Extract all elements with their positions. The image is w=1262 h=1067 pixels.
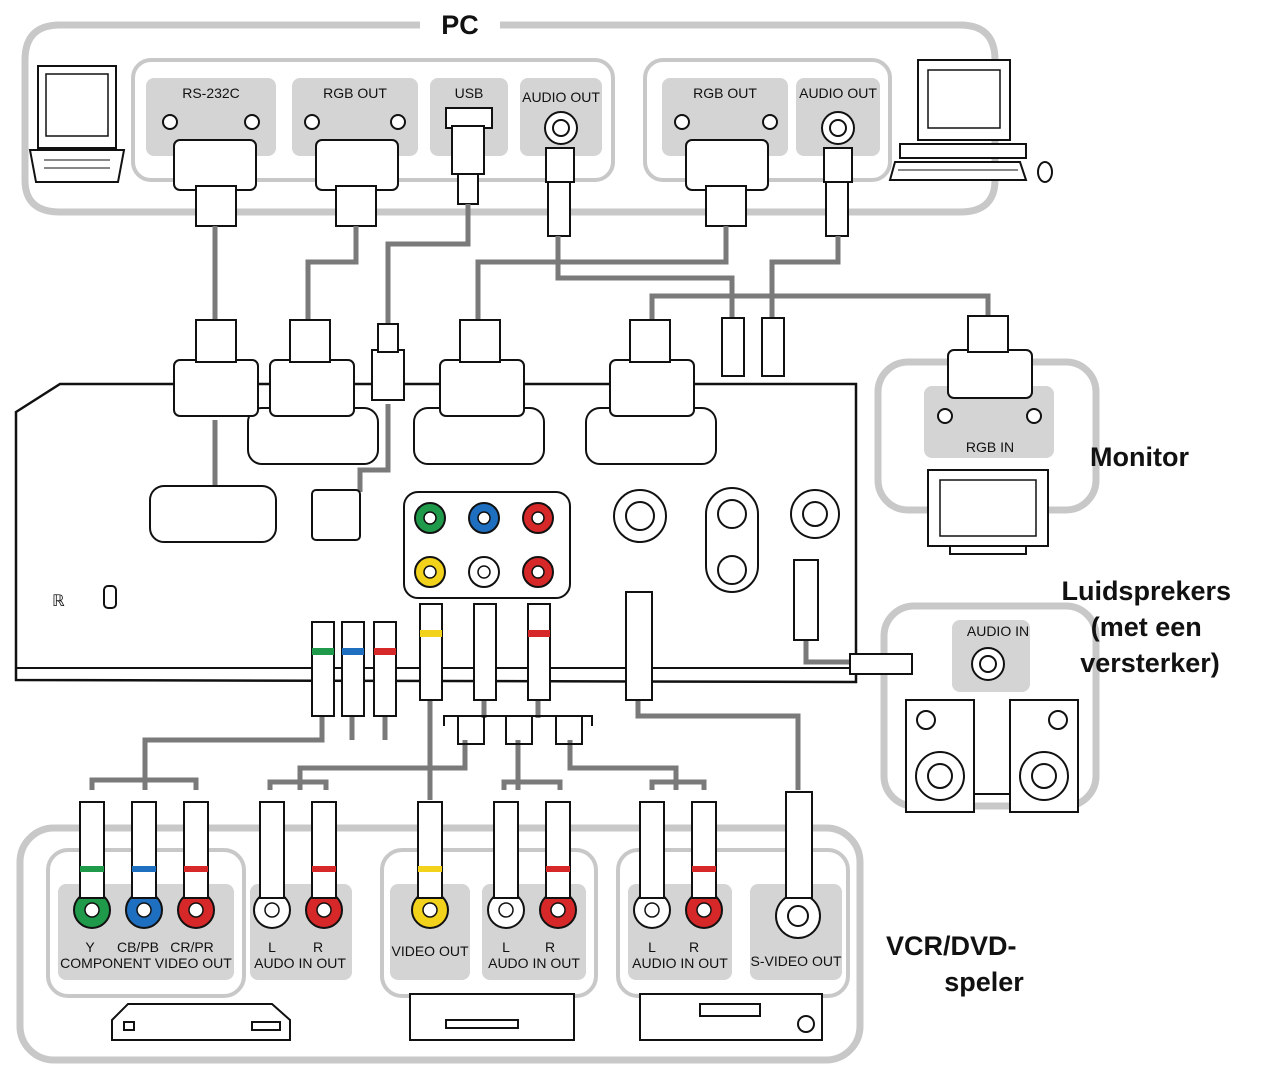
monitor-panel: RGB IN Monitor [874, 315, 1189, 555]
svg-text:R: R [545, 939, 555, 955]
svg-text:COMPONENT VIDEO OUT: COMPONENT VIDEO OUT [60, 955, 232, 971]
speaker-panel: AUDIO IN Luidsprekers (met een versterke… [849, 576, 1238, 813]
pc-panel: PC RS-232C RGB OUT [21, 10, 1053, 237]
monitor-icon [927, 469, 1049, 555]
svg-text:Y: Y [85, 939, 95, 955]
cables [89, 204, 991, 800]
svg-text:USB: USB [455, 85, 484, 101]
projector-icon: ℝ [14, 317, 858, 717]
svg-text:RGB OUT: RGB OUT [693, 85, 757, 101]
projector-vga-ports [149, 407, 717, 543]
projector-audio-plugs [705, 317, 840, 641]
projector-av-ports [403, 489, 667, 599]
monitor-label: Monitor [1090, 442, 1189, 472]
svg-text:CB/PB: CB/PB [117, 939, 159, 955]
svg-text:AUDO IN OUT: AUDO IN OUT [254, 955, 346, 971]
svg-text:AUDIO IN OUT: AUDIO IN OUT [632, 955, 728, 971]
rca-plugs-projector [311, 591, 653, 717]
speaker-icon [905, 699, 1079, 813]
svg-text:AUDIO IN: AUDIO IN [967, 623, 1029, 639]
svg-text:ℝ: ℝ [52, 593, 65, 610]
pc-title: PC [441, 10, 479, 40]
vcr-audio-ports-2: L R AUDO IN OUT [482, 801, 586, 980]
vcr-audio-ports-3: L R AUDIO IN OUT [628, 801, 732, 980]
vcr-video-out-port: VIDEO OUT [390, 801, 470, 980]
svg-text:VIDEO OUT: VIDEO OUT [391, 943, 468, 959]
svg-text:RGB IN: RGB IN [966, 439, 1014, 455]
svg-text:S-VIDEO OUT: S-VIDEO OUT [750, 953, 841, 969]
svg-text:AUDIO OUT: AUDIO OUT [522, 89, 600, 105]
svg-text:L: L [648, 939, 656, 955]
svg-text:L: L [268, 939, 276, 955]
pc-port-audio-out-1: AUDIO OUT [520, 78, 602, 156]
svg-text:AUDIO OUT: AUDIO OUT [799, 85, 877, 101]
pc-port-rs232c: RS-232C [146, 78, 276, 156]
pc-port-rgb-out-1: RGB OUT [292, 78, 418, 156]
svg-text:RS-232C: RS-232C [182, 85, 240, 101]
pc-port-rgb-out-2: RGB OUT [662, 78, 788, 156]
vcr-audio-ports-1: L R AUDO IN OUT [250, 801, 352, 980]
pc-port-audio-out-2: AUDIO OUT [796, 78, 880, 156]
vcr-label-line-1: VCR/DVD- [886, 931, 1017, 961]
projector-vga-plugs [173, 319, 695, 541]
pc-plugs [173, 125, 853, 237]
vcr-panel: Y CB/PB CR/PR COMPONENT VIDEO OUT L R AU… [16, 791, 1024, 1064]
speaker-label-line-2: (met een [1091, 612, 1202, 642]
dvd-player-icon [409, 993, 575, 1041]
svg-text:L: L [502, 939, 510, 955]
svg-text:RGB OUT: RGB OUT [323, 85, 387, 101]
vcr-deck-icon [639, 993, 823, 1041]
speaker-label-line-3: versterker) [1080, 648, 1220, 678]
vcr-s-video-port: S-VIDEO OUT [750, 791, 842, 980]
speaker-label-line-1: Luidsprekers [1061, 576, 1231, 606]
svg-text:AUDO IN OUT: AUDO IN OUT [488, 955, 580, 971]
vcr-icon [111, 1003, 291, 1041]
laptop-icon [28, 65, 126, 183]
svg-text:R: R [313, 939, 323, 955]
pc-port-usb: USB [430, 78, 508, 156]
vcr-component-ports: Y CB/PB CR/PR COMPONENT VIDEO OUT [58, 801, 234, 980]
speaker-label: Luidsprekers (met een versterker) [1061, 576, 1238, 678]
vcr-label: VCR/DVD- speler [886, 931, 1024, 997]
svg-text:CR/PR: CR/PR [170, 939, 214, 955]
desktop-pc-icon [888, 59, 1053, 183]
vcr-label-line-2: speler [944, 967, 1024, 997]
svg-text:R: R [689, 939, 699, 955]
